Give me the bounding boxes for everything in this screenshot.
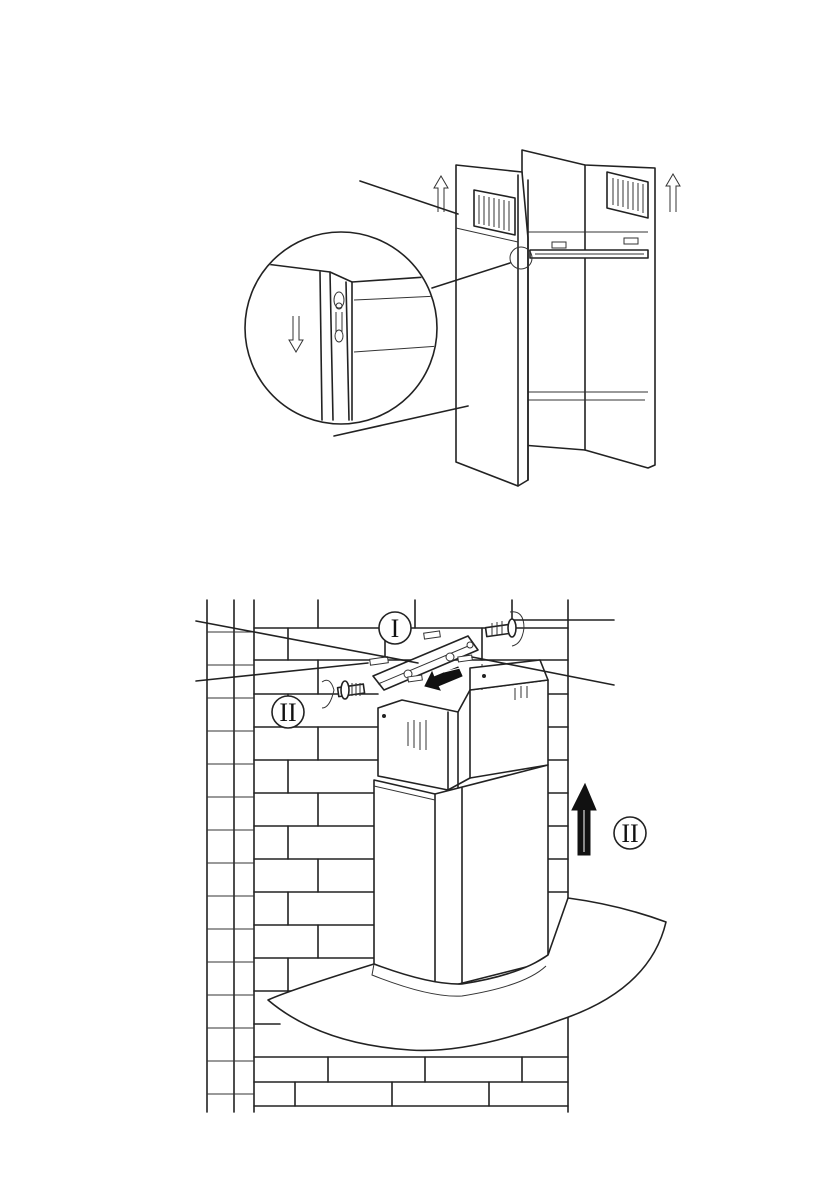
top-figure-chimney-assembly — [245, 150, 680, 486]
wall-plug-1 — [370, 657, 389, 665]
screw-right — [486, 619, 516, 637]
step-label-II-left: II — [272, 696, 304, 728]
wall-plug-2 — [424, 631, 441, 639]
screw-hole-right — [482, 674, 486, 678]
bottom-figure-wall-mounting: I II II — [196, 600, 666, 1112]
rear-chimney-panel — [522, 150, 655, 468]
step-label-II-right-text: II — [621, 819, 638, 848]
step-label-I: I — [379, 612, 411, 644]
lift-arrow-black — [572, 784, 596, 855]
leader-line-wall-plug — [196, 663, 368, 681]
front-chimney-panel — [456, 165, 532, 486]
screw-hole-left — [382, 714, 386, 718]
lift-up-arrow-right — [666, 174, 680, 212]
detail-zoom-circle — [245, 232, 440, 424]
step-label-II-right: II — [614, 817, 646, 849]
step-label-II-left-text: II — [279, 698, 296, 727]
step-label-I-text: I — [391, 614, 400, 643]
chimney-cover — [374, 660, 548, 990]
leader-line-upper-section — [360, 181, 458, 214]
screw-left — [338, 681, 365, 699]
